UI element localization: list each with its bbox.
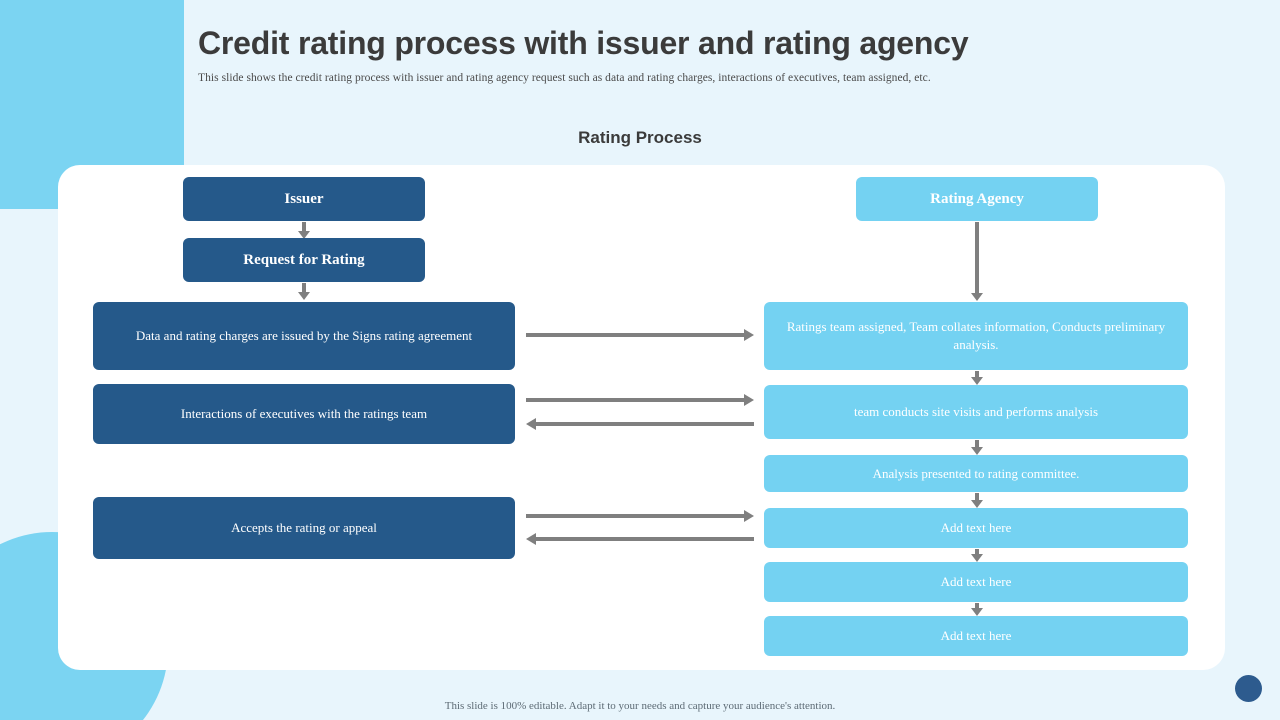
flow-box-label: Data and rating charges are issued by th… bbox=[135, 328, 473, 344]
arrow-head-left-icon bbox=[526, 418, 536, 430]
arrow-data-charges-to-team-assigned bbox=[526, 329, 754, 341]
arrow-add-text-1-to-add-text-2 bbox=[970, 549, 984, 562]
flow-box-label: Issuer bbox=[284, 190, 324, 207]
flow-box-data-and-rating-charges[interactable]: Data and rating charges are issued by th… bbox=[93, 302, 515, 370]
arrow-accepts-to-add-text-1 bbox=[526, 510, 754, 522]
arrow-site-visits-to-committee bbox=[970, 440, 984, 455]
flow-box-label: Add text here bbox=[940, 520, 1012, 536]
decorative-corner-dot bbox=[1235, 675, 1262, 702]
arrow-shaft bbox=[975, 493, 979, 500]
arrow-team-assigned-to-site-visits bbox=[970, 371, 984, 385]
arrow-head-right-icon bbox=[744, 510, 754, 522]
footer-note: This slide is 100% editable. Adapt it to… bbox=[444, 700, 836, 712]
arrow-head-down-icon bbox=[971, 608, 983, 616]
flow-box-label: Add text here bbox=[940, 628, 1012, 644]
flow-box-label: Interactions of executives with the rati… bbox=[180, 406, 428, 422]
arrow-issuer-to-request bbox=[297, 222, 311, 239]
flow-box-label: Add text here bbox=[940, 574, 1012, 590]
arrow-shaft bbox=[536, 537, 754, 541]
arrow-shaft bbox=[526, 514, 744, 518]
section-title: Rating Process bbox=[578, 128, 702, 147]
flow-box-add-text-3[interactable]: Add text here bbox=[764, 616, 1188, 656]
arrow-head-right-icon bbox=[744, 329, 754, 341]
arrow-head-down-icon bbox=[971, 377, 983, 385]
flow-box-add-text-2[interactable]: Add text here bbox=[764, 562, 1188, 602]
slide-header: Credit rating process with issuer and ra… bbox=[198, 25, 1248, 85]
arrow-shaft bbox=[975, 603, 979, 608]
arrow-head-down-icon bbox=[298, 292, 310, 300]
arrow-shaft bbox=[526, 398, 744, 402]
arrow-head-down-icon bbox=[971, 447, 983, 455]
flow-box-ratings-team-assigned[interactable]: Ratings team assigned, Team collates inf… bbox=[764, 302, 1188, 370]
flow-box-interactions-of-executives[interactable]: Interactions of executives with the rati… bbox=[93, 384, 515, 444]
flow-box-issuer[interactable]: Issuer bbox=[183, 177, 425, 221]
arrow-shaft bbox=[536, 422, 754, 426]
arrow-site-visits-to-interactions bbox=[526, 418, 754, 430]
flow-box-label: Accepts the rating or appeal bbox=[231, 520, 377, 536]
arrow-head-down-icon bbox=[971, 500, 983, 508]
flow-box-rating-agency[interactable]: Rating Agency bbox=[856, 177, 1098, 221]
arrow-head-down-icon bbox=[298, 231, 310, 239]
arrow-agency-to-team-assigned bbox=[970, 222, 984, 301]
arrow-add-text-2-to-add-text-3 bbox=[970, 603, 984, 616]
arrow-interactions-to-site-visits bbox=[526, 394, 754, 406]
arrow-shaft bbox=[302, 222, 306, 231]
arrow-shaft bbox=[526, 333, 744, 337]
arrow-request-to-data bbox=[297, 283, 311, 300]
arrow-shaft bbox=[975, 440, 979, 447]
arrow-head-down-icon bbox=[971, 293, 983, 301]
flow-box-add-text-1[interactable]: Add text here bbox=[764, 508, 1188, 548]
arrow-shaft bbox=[975, 549, 979, 554]
arrow-committee-to-add-text-1 bbox=[970, 493, 984, 508]
flow-box-analysis-presented-to-committee[interactable]: Analysis presented to rating committee. bbox=[764, 455, 1188, 492]
flow-box-label: Analysis presented to rating committee. bbox=[872, 465, 1080, 481]
page-title: Credit rating process with issuer and ra… bbox=[198, 25, 969, 61]
flow-box-label: team conducts site visits and performs a… bbox=[853, 404, 1099, 420]
flow-box-label: Ratings team assigned, Team collates inf… bbox=[786, 319, 1166, 352]
flow-box-label: Rating Agency bbox=[930, 190, 1024, 207]
arrow-head-right-icon bbox=[744, 394, 754, 406]
flow-box-request-for-rating[interactable]: Request for Rating bbox=[183, 238, 425, 282]
arrow-shaft bbox=[975, 371, 979, 377]
flow-box-label: Request for Rating bbox=[243, 251, 365, 268]
arrow-shaft bbox=[975, 222, 979, 293]
flow-box-accepts-the-rating[interactable]: Accepts the rating or appeal bbox=[93, 497, 515, 559]
arrow-shaft bbox=[302, 283, 306, 292]
arrow-head-down-icon bbox=[971, 554, 983, 562]
arrow-add-text-1-to-accepts bbox=[526, 533, 754, 545]
diagram-card: Issuer Request for Rating Data and ratin… bbox=[58, 165, 1225, 670]
arrow-head-left-icon bbox=[526, 533, 536, 545]
page-subtitle: This slide shows the credit rating proce… bbox=[198, 72, 931, 85]
flow-box-team-conducts-site-visits[interactable]: team conducts site visits and performs a… bbox=[764, 385, 1188, 439]
